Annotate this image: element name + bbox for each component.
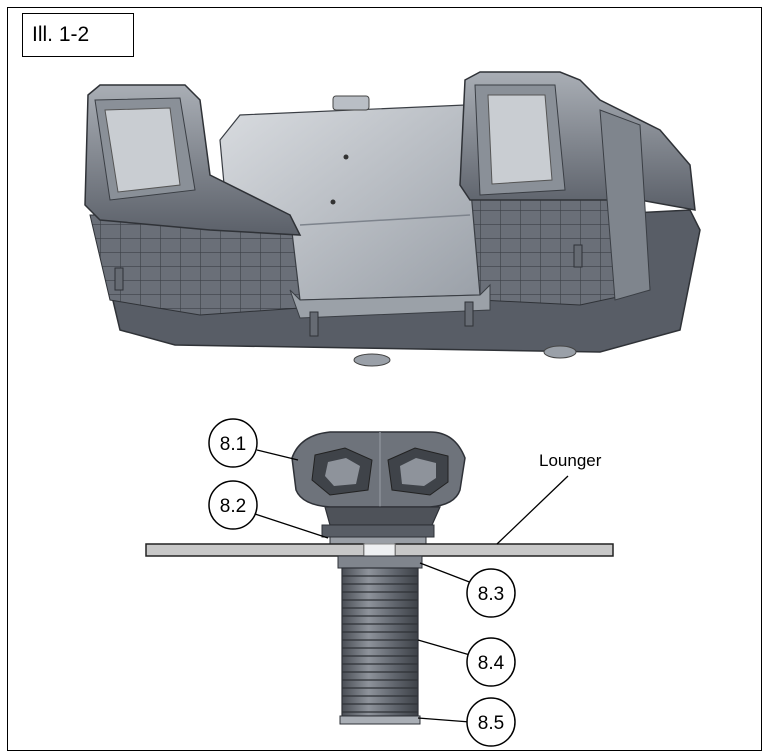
callout-text-8-3: 8.3 (478, 584, 504, 605)
callout-8-5: 8.5 (417, 697, 516, 747)
figure-label: Ill. 1-2 (22, 13, 134, 57)
screw-collar (337, 555, 423, 569)
callout-text-8-5: 8.5 (478, 713, 504, 734)
callout-8-2: 8.2 (208, 480, 329, 539)
thread-lines (342, 575, 418, 713)
tray-render (84, 71, 701, 367)
lounger-plate-left (145, 543, 365, 557)
callout-text-8-2: 8.2 (220, 496, 246, 517)
callout-text-8-4: 8.4 (478, 653, 505, 674)
callout-8-1: 8.1 (208, 418, 299, 468)
callout-text-8-1: 8.1 (220, 434, 246, 455)
callout-8-3: 8.3 (419, 562, 516, 618)
callout-8-4: 8.4 (417, 637, 516, 687)
figure-frame (7, 7, 762, 751)
threaded-shaft (341, 567, 419, 717)
knob-assembly (145, 431, 614, 725)
washer (321, 524, 435, 538)
lounger-label-group: Lounger (496, 451, 602, 545)
lounger-label: Lounger (539, 451, 602, 470)
end-cap (339, 715, 421, 725)
knob-neck (324, 506, 441, 526)
lounger-plate-right (394, 543, 614, 557)
